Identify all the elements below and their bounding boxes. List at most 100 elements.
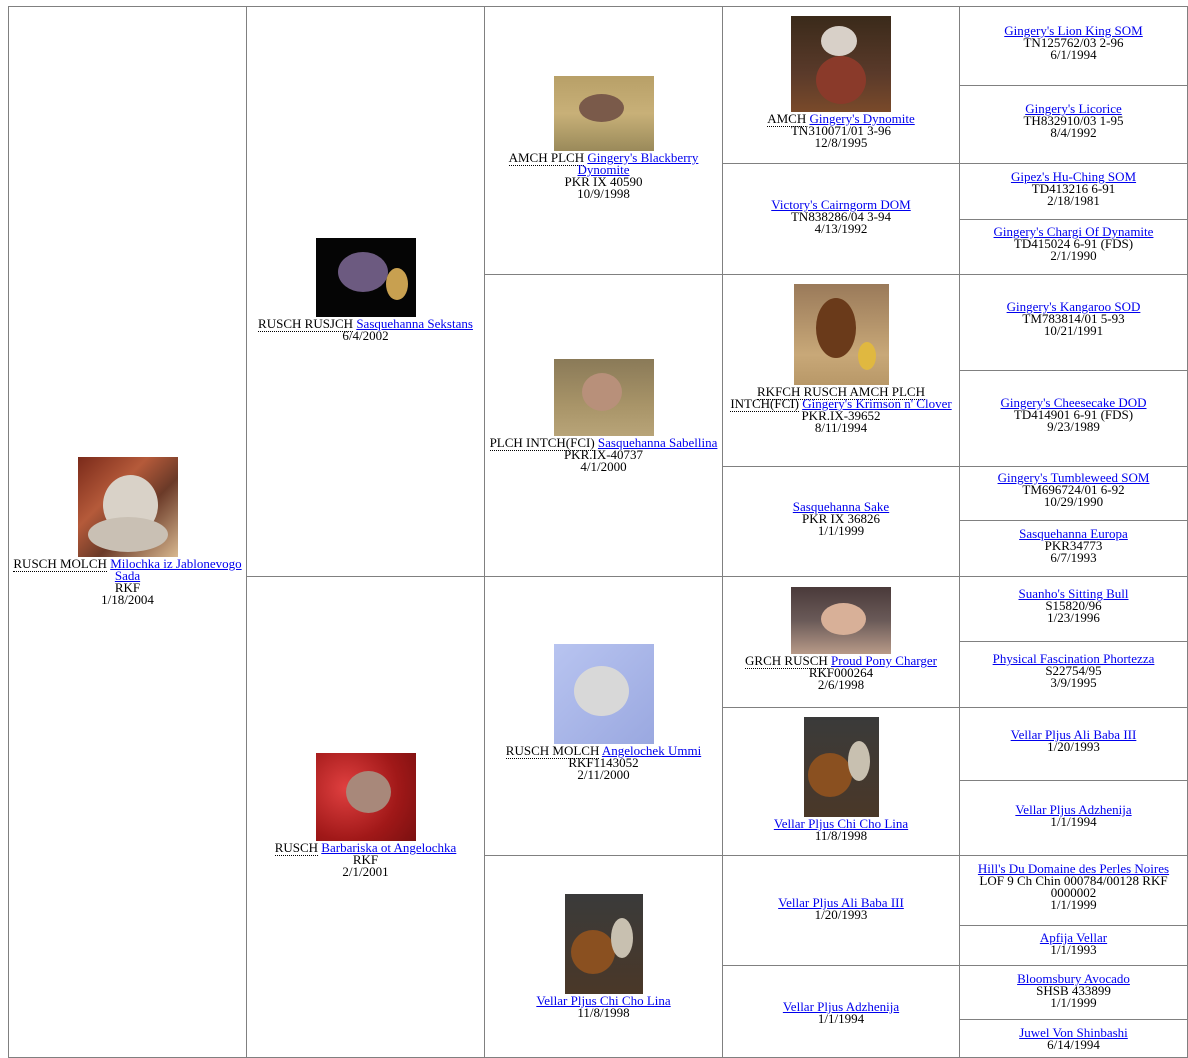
dog-birthdate: 3/9/1995 <box>1050 675 1097 690</box>
dog-registration: SHSB 433899 <box>1036 983 1111 998</box>
pedigree-cell-gen5: Vellar Pljus Adzhenija 1/1/1994 <box>960 781 1188 856</box>
pedigree-cell-gen3: AMCH PLCH Gingery's Blackberry Dynomite … <box>485 6 723 275</box>
pedigree-cell-gen1: RUSCH MOLCH Milochka iz Jablonevogo Sada… <box>8 6 247 1058</box>
dog-title: RUSCH <box>274 840 319 856</box>
pedigree-cell-gen5: Gingery's Kangaroo SOD TM783814/01 5-93 … <box>960 275 1188 371</box>
dog-name-link[interactable]: Gingery's Kangaroo SOD <box>1006 299 1141 314</box>
pedigree-cell-gen5: Gingery's Lion King SOM TN125762/03 2-96… <box>960 6 1188 86</box>
dog-photo[interactable] <box>315 753 416 841</box>
dog-name-link[interactable]: Gingery's Lion King SOM <box>1004 23 1143 38</box>
dog-name-link[interactable]: Vellar Pljus Adzhenija <box>1015 802 1132 817</box>
dog-name-link[interactable]: Vellar Pljus Ali Baba III <box>1010 727 1137 742</box>
dog-birthdate: 2/1/2001 <box>342 864 389 879</box>
dog-registration: TN125762/03 2-96 <box>1023 35 1124 50</box>
dog-registration: RKF000264 <box>808 665 874 680</box>
dog-registration: RKF1143052 <box>568 755 639 770</box>
dog-registration: PKR.IX-40737 <box>563 447 644 462</box>
pedigree-cell-gen4: AMCH Gingery's Dynomite TN310071/01 3-96… <box>723 6 960 164</box>
dog-name-link[interactable]: Sasquehanna Sekstans <box>356 316 473 331</box>
pedigree-cell-gen4: GRCH RUSCH Proud Pony Charger RKF000264 … <box>723 577 960 708</box>
dog-name-link[interactable]: Bloomsbury Avocado <box>1017 971 1130 986</box>
dog-name-link[interactable]: Physical Fascination Phortezza <box>992 651 1155 666</box>
dog-birthdate: 1/1/1999 <box>1050 995 1097 1010</box>
pedigree-cell-gen5: Gingery's Chargi Of Dynamite TD415024 6-… <box>960 220 1188 275</box>
dog-birthdate: 11/8/1998 <box>577 1005 630 1020</box>
dog-birthdate: 6/14/1994 <box>1047 1037 1100 1052</box>
dog-birthdate: 1/1/1994 <box>1050 814 1097 829</box>
dog-registration: LOF 9 Ch Chin 000784/00128 RKF 0000002 <box>979 873 1168 900</box>
dog-registration: TD414901 6-91 (FDS) <box>1013 407 1134 422</box>
dog-name-link[interactable]: Gingery's Chargi Of Dynamite <box>993 224 1154 239</box>
dog-photo[interactable] <box>553 359 654 436</box>
dog-photo[interactable] <box>553 644 654 744</box>
dog-birthdate: 1/18/2004 <box>101 592 154 607</box>
dog-name-link[interactable]: Gingery's Krimson n' Clover <box>802 396 952 411</box>
dog-name-link[interactable]: Gingery's Blackberry Dynomite <box>577 150 699 177</box>
dog-photo[interactable] <box>803 717 879 817</box>
dog-birthdate: 6/1/1994 <box>1050 47 1097 62</box>
dog-birthdate: 4/1/2000 <box>580 459 627 474</box>
dog-photo[interactable] <box>791 16 891 112</box>
dog-name-link[interactable]: Gingery's Dynomite <box>809 111 915 126</box>
pedigree-cell-gen5: Hill's Du Domaine des Perles Noires LOF … <box>960 856 1188 926</box>
dog-birthdate: 2/1/1990 <box>1050 248 1097 263</box>
pedigree-cell-gen5: Juwel Von Shinbashi 6/14/1994 <box>960 1020 1188 1058</box>
dog-name-link[interactable]: Gingery's Cheesecake DOD <box>1000 395 1147 410</box>
pedigree-cell-gen4: Victory's Cairngorm DOM TN838286/04 3-94… <box>723 164 960 275</box>
dog-birthdate: 1/23/1996 <box>1047 610 1100 625</box>
dog-photo[interactable] <box>315 238 416 317</box>
pedigree-cell-gen5: Apfija Vellar 1/1/1993 <box>960 926 1188 966</box>
dog-name-link[interactable]: Vellar Pljus Ali Baba III <box>778 895 904 910</box>
dog-name-link[interactable]: Vellar Pljus Chi Cho Lina <box>536 993 671 1008</box>
pedigree-cell-gen3: RUSCH MOLCH Angelochek Ummi RKF1143052 2… <box>485 577 723 856</box>
pedigree-cell-gen4: Vellar Pljus Ali Baba III 1/20/1993 <box>723 856 960 966</box>
dog-name-link[interactable]: Gingery's Licorice <box>1025 101 1122 116</box>
dog-name-link[interactable]: Suanho's Sitting Bull <box>1018 586 1129 601</box>
dog-photo[interactable] <box>77 457 178 557</box>
dog-name-link[interactable]: Hill's Du Domaine des Perles Noires <box>977 861 1170 876</box>
pedigree-cell-gen3: PLCH INTCH(FCI) Sasquehanna Sabellina PK… <box>485 275 723 577</box>
dog-name-link[interactable]: Sasquehanna Sake <box>792 499 890 514</box>
pedigree-cell-gen5: Gingery's Licorice TH832910/03 1-95 8/4/… <box>960 86 1188 164</box>
dog-title: GRCH RUSCH <box>745 653 828 669</box>
dog-registration: S22754/95 <box>1045 663 1102 678</box>
dog-photo[interactable] <box>791 587 891 654</box>
dog-name-link[interactable]: Sasquehanna Europa <box>1019 526 1128 541</box>
dog-name-link[interactable]: Victory's Cairngorm DOM <box>771 197 911 212</box>
pedigree-cell-gen5: Physical Fascination Phortezza S22754/95… <box>960 642 1188 708</box>
dog-name-link[interactable]: Vellar Pljus Adzhenija <box>782 999 900 1014</box>
pedigree-cell-gen2-dam: RUSCH Barbariska ot Angelochka RKF 2/1/2… <box>247 577 485 1058</box>
dog-photo[interactable] <box>553 76 654 151</box>
pedigree-cell-gen4: RKFCH RUSCH AMCH PLCH INTCH(FCI) Gingery… <box>723 275 960 467</box>
dog-photo[interactable] <box>793 284 889 385</box>
pedigree-cell-gen5: Suanho's Sitting Bull S15820/96 1/23/199… <box>960 577 1188 642</box>
dog-photo[interactable] <box>564 894 643 994</box>
pedigree-cell-gen4: Vellar Pljus Adzhenija 1/1/1994 <box>723 966 960 1058</box>
dog-title: PLCH INTCH(FCI) <box>489 435 595 451</box>
dog-birthdate: 1/1/1994 <box>817 1011 865 1026</box>
dog-name-link[interactable]: Gipez's Hu-Ching SOM <box>1010 169 1137 184</box>
dog-birthdate: 10/29/1990 <box>1043 494 1104 509</box>
dog-name-link[interactable]: Apfija Vellar <box>1039 930 1108 945</box>
dog-name-link[interactable]: Barbariska ot Angelochka <box>321 840 457 855</box>
dog-name-link[interactable]: Proud Pony Charger <box>831 653 937 668</box>
dog-birthdate: 4/13/1992 <box>814 221 868 236</box>
dog-name-link[interactable]: Milochka iz Jablonevogo Sada <box>110 556 242 583</box>
dog-title: RUSCH MOLCH <box>13 556 107 572</box>
dog-registration: S15820/96 <box>1045 598 1102 613</box>
dog-registration: TD415024 6-91 (FDS) <box>1013 236 1134 251</box>
pedigree-cell-gen5: Gipez's Hu-Ching SOM TD413216 6-91 2/18/… <box>960 164 1188 220</box>
dog-registration: TM783814/01 5-93 <box>1022 311 1125 326</box>
dog-birthdate: 2/6/1998 <box>817 677 865 692</box>
dog-name-link[interactable]: Sasquehanna Sabellina <box>597 435 718 450</box>
dog-title: RUSCH RUSJCH <box>258 316 354 332</box>
pedigree-cell-gen5: Bloomsbury Avocado SHSB 433899 1/1/1999 <box>960 966 1188 1020</box>
dog-name-link[interactable]: Angelochek Ummi <box>601 743 702 758</box>
dog-name-link[interactable]: Juwel Von Shinbashi <box>1019 1025 1128 1040</box>
dog-name-link[interactable]: Vellar Pljus Chi Cho Lina <box>773 816 909 831</box>
dog-name-link[interactable]: Gingery's Tumbleweed SOM <box>997 470 1150 485</box>
dog-birthdate: 8/4/1992 <box>1050 125 1097 140</box>
dog-registration: TH832910/03 1-95 <box>1023 113 1124 128</box>
dog-birthdate: 1/1/1999 <box>1050 897 1097 912</box>
